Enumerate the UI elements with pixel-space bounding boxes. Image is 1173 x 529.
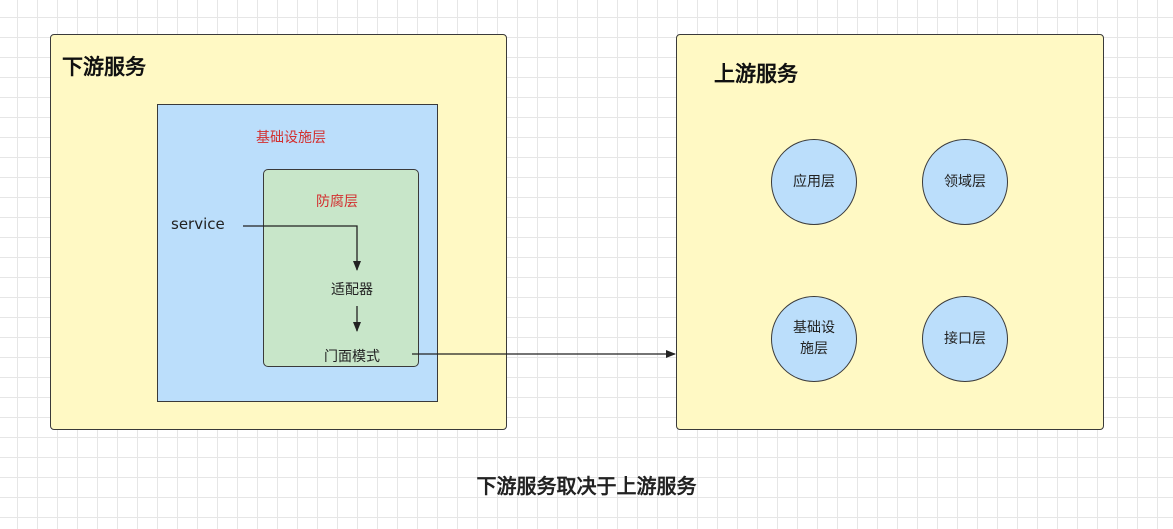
- interface-layer-node: 接口层: [922, 296, 1008, 382]
- service-label: service: [171, 215, 225, 233]
- upstream-service-title: 上游服务: [714, 62, 798, 86]
- facade-label: 门面模式: [324, 349, 380, 365]
- interface-layer-label: 接口层: [944, 330, 986, 347]
- infrastructure-layer-title: 基础设施层: [256, 130, 326, 146]
- infrastructure-layer-node-label: 基础设施层: [793, 320, 835, 357]
- downstream-service-title: 下游服务: [62, 55, 146, 79]
- anti-corruption-layer-box: [263, 169, 419, 367]
- upstream-service-box: [676, 34, 1104, 430]
- application-layer-label: 应用层: [793, 173, 835, 190]
- domain-layer-node: 领域层: [922, 139, 1008, 225]
- adapter-label: 适配器: [331, 282, 373, 298]
- infrastructure-layer-node: 基础设施层: [771, 296, 857, 382]
- anti-corruption-layer-title: 防腐层: [316, 194, 358, 210]
- domain-layer-label: 领域层: [944, 173, 986, 190]
- diagram-caption: 下游服务取决于上游服务: [476, 474, 697, 498]
- application-layer-node: 应用层: [771, 139, 857, 225]
- service-to-adapter-arrow: [243, 225, 361, 271]
